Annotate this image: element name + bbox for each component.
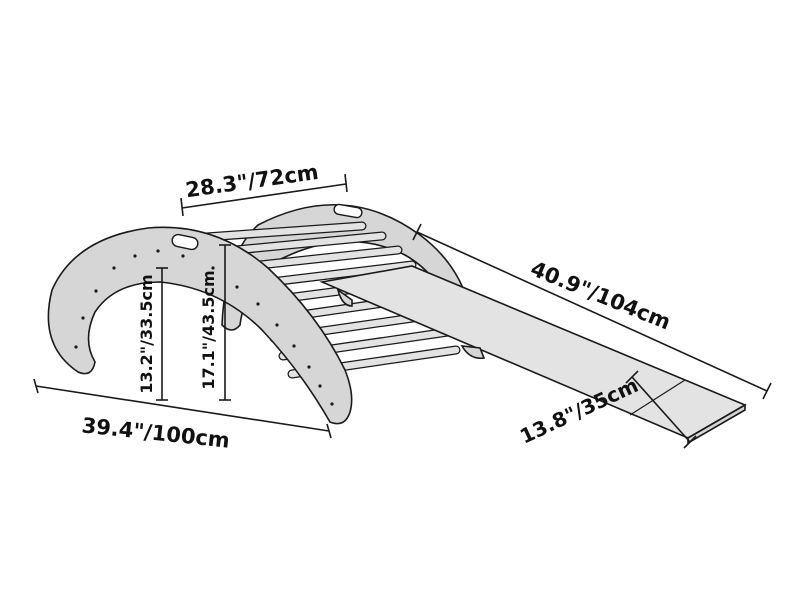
dimension-line [35, 385, 330, 432]
dimension-line [181, 183, 347, 209]
screw-hole [275, 323, 279, 327]
screw-hole [133, 254, 137, 258]
screw-hole [292, 344, 296, 348]
dimension-tick [412, 223, 422, 241]
dimension-tick [326, 423, 332, 439]
screw-hole [181, 254, 185, 258]
dimension-tick [625, 370, 639, 384]
screw-hole [74, 345, 78, 349]
ramp-board-segment-line [629, 379, 686, 416]
dimension-tick [33, 378, 39, 394]
dimension-tick [762, 382, 772, 400]
front-arch-handle-slot [171, 233, 199, 251]
ramp-board-edge [687, 403, 746, 445]
front-arch-panel [47, 226, 353, 425]
dimension-label-arch-width: 39.4"/100cm [81, 413, 231, 452]
dimension-label-arch-depth: 28.3"/72cm [184, 160, 320, 202]
screw-hole [235, 285, 239, 289]
screw-hole [94, 289, 98, 293]
dimension-arch-width: 39.4"/100cm [33, 378, 332, 453]
dimension-tick [180, 197, 184, 217]
screw-hole [307, 365, 311, 369]
back-arch-handle-slot [333, 203, 363, 219]
dimension-tick [683, 435, 697, 449]
dimension-outer-height: 17.1"/43.5cm [199, 244, 231, 401]
screw-hole [256, 302, 260, 306]
dimension-line [631, 376, 691, 443]
rung [188, 222, 366, 242]
ramp-board [319, 265, 747, 445]
dimension-label-inner-height: 13.2"/33.5cm [137, 274, 156, 393]
front-arch-screw-holes [74, 249, 334, 406]
screw-hole [318, 384, 322, 388]
screw-hole [81, 316, 85, 320]
back-arch-panel [221, 203, 471, 331]
dimension-tick [344, 173, 348, 193]
dimension-inner-height: 13.2"/33.5cm [137, 267, 168, 401]
screw-hole [330, 402, 334, 406]
ramp-foot [460, 345, 486, 360]
ramp-hook [336, 288, 353, 307]
dimension-label-outer-height: 17.1"/43.5cm [199, 270, 218, 389]
screw-hole [211, 266, 215, 270]
screw-hole [112, 266, 116, 270]
dimension-line [416, 231, 768, 392]
screw-hole [156, 249, 160, 253]
